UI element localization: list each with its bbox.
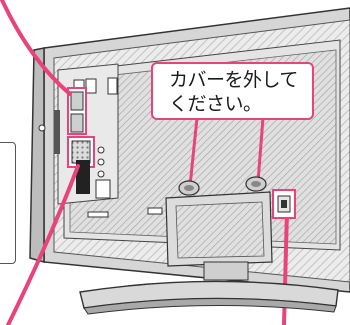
screw-cover-right-icon — [245, 176, 267, 192]
callout-line-2: ください。 — [169, 93, 262, 115]
screw-cover-left-icon — [178, 180, 200, 196]
instruction-callout: カバーを外して ください。 — [151, 62, 314, 120]
stand — [79, 191, 339, 315]
terminal-panel — [38, 63, 119, 205]
side-note-box — [0, 142, 16, 264]
vents — [87, 179, 163, 218]
connector-terminal-icon — [272, 189, 296, 219]
callout-line-1: カバーを外して — [169, 69, 298, 91]
